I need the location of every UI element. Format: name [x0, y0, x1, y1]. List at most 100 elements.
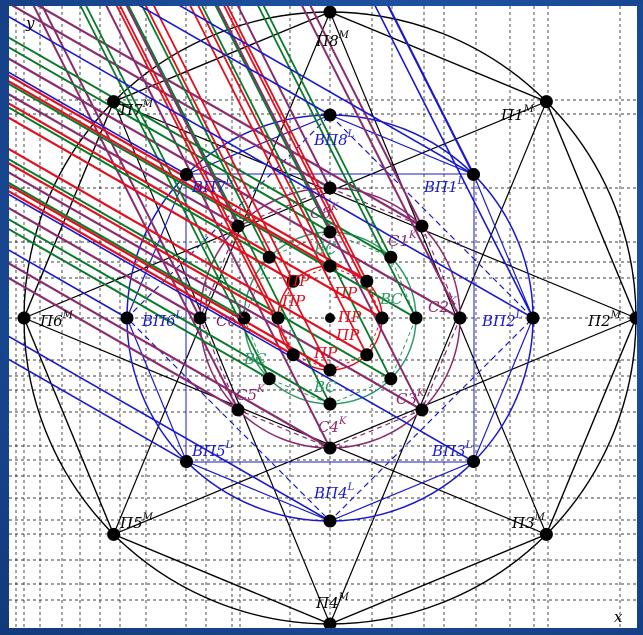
point-18: [453, 311, 467, 325]
blue-ray-0: [138, 6, 331, 116]
green-steep-ray-7: [141, 6, 270, 258]
red-ray-6: [9, 162, 279, 319]
point-2: [629, 311, 637, 325]
point-5: [107, 527, 121, 541]
green-ray-2: [9, 82, 417, 319]
red-steep-ray-2: [223, 6, 383, 319]
green-steep-ray-6: [85, 6, 245, 319]
label-c1-k: C1K: [388, 230, 417, 250]
red-ray-4: [9, 184, 331, 371]
x-axis-label: x: [614, 608, 623, 626]
label-c5-k: C5K: [236, 384, 265, 404]
center-point: [325, 313, 335, 323]
point-33: [360, 274, 374, 288]
label-c8-k: C8K: [310, 202, 339, 222]
label-pi8-m: Π8M: [315, 30, 350, 50]
green-steep-ray-4: [127, 6, 331, 405]
label-c2-k: C2K: [428, 296, 457, 316]
label-bc-bottom: ВС: [313, 378, 337, 396]
point-24: [323, 225, 337, 239]
label-bc-top: ВС: [313, 240, 337, 258]
green-ray-7: [9, 106, 270, 259]
label-pr-2: ПР: [333, 284, 358, 302]
point-27: [384, 372, 398, 386]
purple-ray-7: [9, 93, 239, 228]
star-line-1: [329, 101, 547, 625]
star-line-3: [23, 317, 547, 535]
purple-steep-ray-1: [309, 6, 423, 227]
label-c4-k: C4K: [318, 416, 347, 436]
green-steep-ray-3: [201, 6, 392, 380]
red-ray-3: [9, 147, 368, 356]
point-38: [271, 311, 285, 325]
point-19: [415, 403, 429, 417]
blue-ray-5: [9, 358, 187, 463]
star-line-7: [113, 101, 637, 319]
point-34: [375, 311, 389, 325]
blue-ray-1: [178, 6, 474, 176]
point-0: [323, 6, 337, 19]
red-ray-1: [9, 74, 368, 283]
point-7: [107, 95, 121, 109]
label-pr-5: ПР: [313, 344, 338, 362]
label-c6-k: C6K: [216, 310, 245, 330]
point-23: [231, 219, 245, 233]
point-22: [193, 311, 207, 325]
point-3: [539, 527, 553, 541]
purple-ray-1: [36, 6, 423, 228]
point-37: [286, 348, 300, 362]
point-8: [323, 108, 337, 122]
label-c3-k: C3K: [396, 388, 425, 408]
point-39: [286, 274, 300, 288]
red-steep-ray-7: [153, 6, 295, 282]
label-pr-3: ПР: [281, 292, 306, 310]
label-pi2-m: Π2M: [587, 310, 622, 330]
point-12: [323, 514, 337, 528]
green-ray-0: [9, 46, 331, 233]
green-ray-5: [9, 228, 270, 380]
point-11: [467, 455, 481, 469]
star-line-2: [113, 317, 637, 535]
point-6: [17, 311, 31, 325]
purple-ray-0: [11, 6, 331, 189]
red-steep-ray-3: [189, 6, 368, 356]
point-35: [360, 348, 374, 362]
point-31: [262, 250, 276, 264]
point-25: [384, 250, 398, 264]
purple-ray-5: [9, 277, 239, 411]
green-steep-ray-0: [214, 6, 331, 233]
green-ray-1: [9, 36, 392, 259]
point-16: [323, 181, 337, 195]
label-pi3-m: Π3M: [511, 512, 546, 532]
red-steep-ray-1: [226, 6, 368, 282]
purple-steep-ray-6: [41, 6, 201, 319]
green-steep-ray-1: [262, 6, 392, 258]
red-steep-ray-4: [144, 6, 331, 371]
point-14: [120, 311, 134, 325]
red-octagon: [277, 265, 383, 371]
purple-steep-ray-3: [216, 6, 423, 411]
red-ray-7: [9, 116, 294, 283]
point-26: [409, 311, 423, 325]
point-36: [323, 363, 337, 377]
label-pi7-m: Π7M: [119, 99, 154, 119]
label-vp6-l: ВП6L: [141, 310, 183, 330]
teal-octagon: [243, 231, 417, 405]
blue-ray-2: [9, 15, 534, 319]
blue-steep-ray-2: [374, 6, 534, 319]
red-ray-0: [9, 80, 331, 267]
label-pi4-m: Π4M: [315, 592, 350, 612]
point-1: [539, 95, 553, 109]
point-21: [231, 403, 245, 417]
blue-steep-ray-1: [387, 6, 475, 175]
label-bc-left: ВС: [243, 350, 267, 368]
y-axis-label: y: [25, 14, 35, 32]
red-steep-ray-6: [119, 6, 279, 319]
label-pi1-m: Π1M: [500, 104, 535, 124]
point-32: [323, 259, 337, 273]
purple-steep-ray-4: [105, 6, 331, 449]
projection-rays: [9, 6, 534, 522]
label-vp7-l: ВП7L: [191, 176, 233, 196]
label-pi5-m: Π5M: [119, 512, 154, 532]
purple-steep-ray-7: [125, 6, 239, 227]
